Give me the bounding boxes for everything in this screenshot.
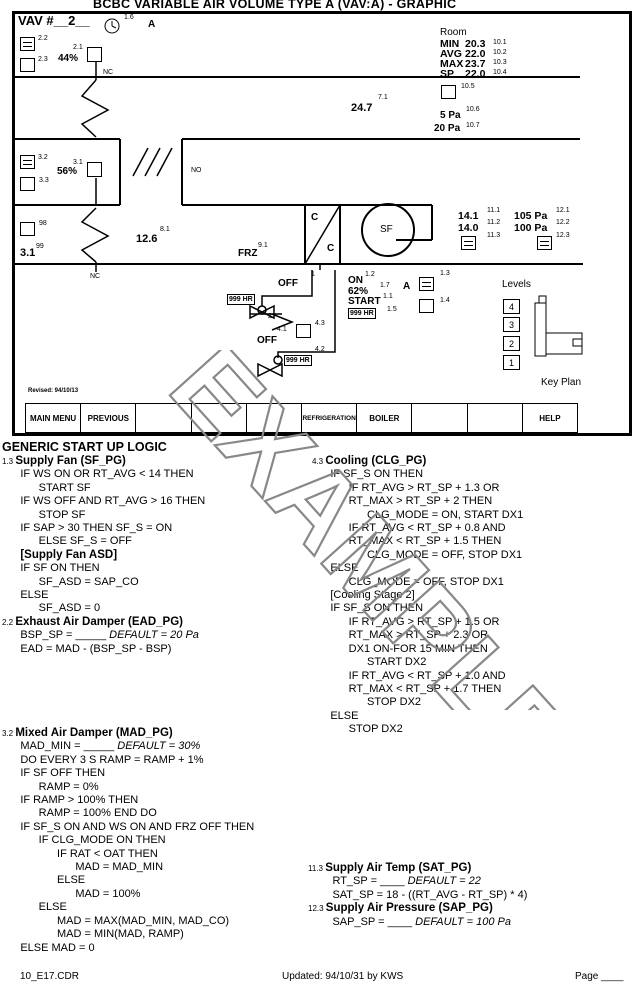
blank-button[interactable] [136,404,192,432]
doc-icon[interactable] [20,37,35,51]
coil-label-2: C [327,243,335,254]
main-menu-button[interactable]: MAIN MENU [26,404,82,432]
duct-diagram [15,18,583,378]
no-label: NO [191,167,202,174]
doc-icon[interactable] [461,236,476,250]
valve-2-status: OFF [257,335,277,346]
trend-icon[interactable] [20,222,35,236]
valve-2-hours: 999 HR [284,355,312,366]
room-title: Room [440,27,467,38]
fan-start-label: START [348,296,381,307]
nav-button-bar: MAIN MENU PREVIOUS REFRIGERATION BOILER … [25,403,578,433]
blank-button[interactable] [468,404,523,432]
vav-label: VAV #__2__ [18,13,90,28]
doc-icon[interactable] [419,277,434,291]
coil-label-1: C [311,212,319,223]
refrigeration-button[interactable]: REFRIGERATION [302,404,358,432]
trend-icon[interactable] [296,324,311,338]
valve-1-hours: 999 HR [227,294,255,305]
logic-mad-column: 3.2 Mixed Air Damper (MAD_PG) MAD_MIN = … [2,727,255,954]
previous-button[interactable]: PREVIOUS [81,404,137,432]
blank-button[interactable] [192,404,247,432]
level-1-button[interactable]: 1 [503,355,520,370]
help-button[interactable]: HELP [539,413,561,423]
trend-icon[interactable] [20,58,35,72]
logic-cooling-column: 4.3 Cooling (CLG_PG) IF SF_S ON THEN IF … [312,455,524,736]
footer-file: 10_E17.CDR [20,971,79,982]
page-title: BCBC VARIABLE AIR VOLUME TYPE A (VAV:A) … [93,0,457,11]
footer-updated: Updated: 94/10/31 by KWS [282,971,404,982]
sap-value-2: 100 Pa [514,222,548,234]
fan-speed-percent: 62% [348,286,369,297]
mad-percent: 56% [57,166,78,177]
key-plan-label: Key Plan [541,377,582,388]
logic-sat-sap: 11.3 Supply Air Temp (SAT_PG) RT_SP = __… [308,862,528,928]
level-2-button[interactable]: 2 [503,336,520,351]
frz-label: FRZ [238,248,258,259]
footer-page: Page ____ [575,971,624,982]
blank-button[interactable] [247,404,303,432]
mat-value: 12.6 [136,233,158,245]
valve-1-status: OFF [278,278,298,289]
logic-left-column: 1.3 Supply Fan (SF_PG) IF WS ON OR RT_AV… [2,455,206,655]
fan-on-suffix: A [403,281,411,292]
sap-value-1: 105 Pa [514,210,548,222]
blank-button[interactable] [412,404,468,432]
return-temp: 24.7 [351,102,373,114]
nc-label: NC [103,69,114,76]
level-4-button[interactable]: 4 [503,299,520,314]
sat-value-2: 14.0 [458,222,479,234]
ead-actuator[interactable] [87,47,102,62]
graphic-frame [12,11,632,436]
oat-value: 3.1 [20,247,36,259]
fan-on-status: ON [348,275,363,286]
doc-icon[interactable] [20,155,35,169]
levels-title: Levels [502,279,531,290]
trend-icon[interactable] [20,177,35,191]
fan-hours: 999 HR [348,308,376,319]
ead-percent: 44% [58,53,79,64]
clock-ref: 1.6 [124,14,134,21]
boiler-button[interactable]: BOILER [357,404,413,432]
supply-fan-label[interactable]: SF [380,224,393,235]
pa-value-2: 20 Pa [434,123,461,134]
revised-date: Revised: 94/10/13 [28,388,79,394]
doc-icon[interactable] [537,236,552,250]
trend-icon[interactable] [441,85,456,99]
logic-heading: GENERIC START UP LOGIC [2,440,167,454]
vav-suffix: A [148,19,156,30]
pa-value-1: 5 Pa [440,110,461,121]
trend-icon[interactable] [419,299,434,313]
mad-actuator[interactable] [87,162,102,177]
sat-value-1: 14.1 [458,210,479,222]
level-3-button[interactable]: 3 [503,317,520,332]
nc-label: NC [90,273,101,280]
